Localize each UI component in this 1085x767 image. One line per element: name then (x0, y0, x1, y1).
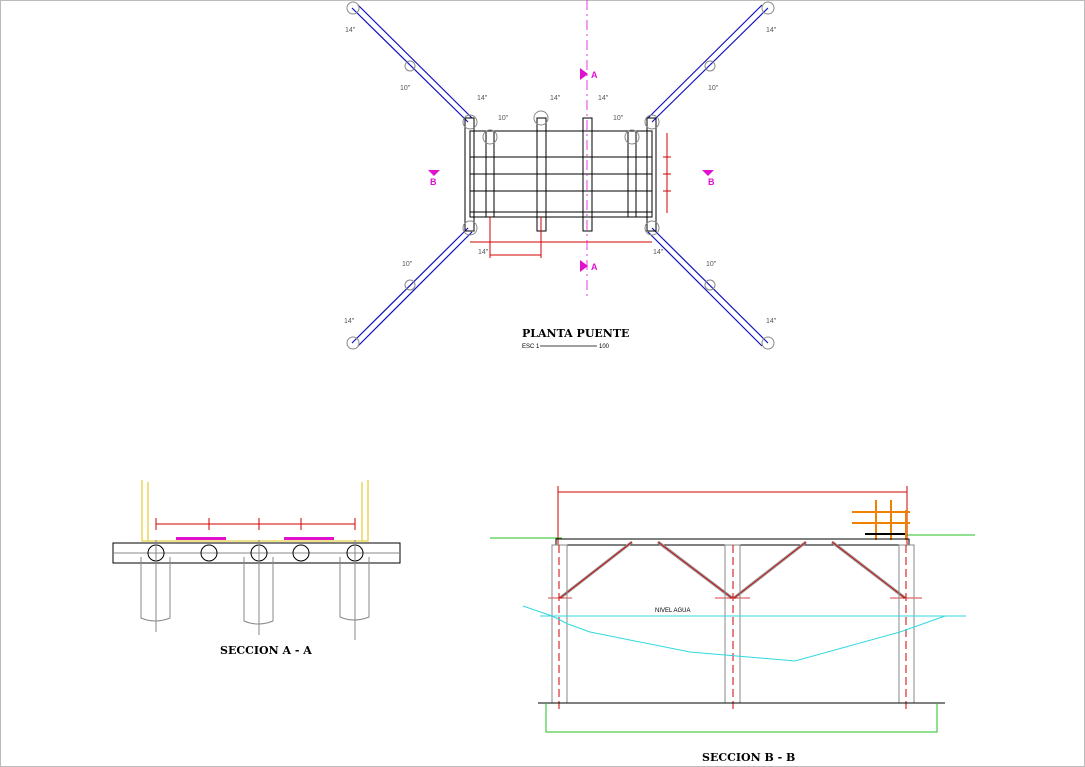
riverbed-line (522, 605, 946, 662)
svg-text:A: A (591, 262, 598, 272)
pile-label: 14" (345, 27, 356, 34)
pile-label: 10" (708, 85, 719, 92)
svg-text:B: B (430, 177, 437, 187)
pile-label: 14" (478, 249, 489, 256)
top-chord (555, 538, 910, 546)
pile-label: 10" (400, 85, 411, 92)
pile-callouts (462, 110, 660, 236)
deck-board (176, 537, 226, 540)
section-mark-b-left: B (428, 170, 440, 187)
pile-label: 14" (550, 95, 561, 102)
plan-title: PLANTA PUENTE (522, 327, 629, 340)
section-mark-a-top: A (580, 68, 598, 80)
section-bb-title: SECCION B - B (702, 751, 795, 764)
pile-label: 10" (498, 115, 509, 122)
section-aa-title: SECCION A - A (220, 644, 312, 657)
deck-board (284, 537, 334, 540)
water-level-label: NIVEL AGUA (655, 608, 690, 614)
svg-text:B: B (708, 177, 715, 187)
diagonal-braces (351, 4, 769, 347)
plan-dimensions (470, 133, 671, 258)
pile-label: 10" (402, 261, 413, 268)
pile-label: 10" (613, 115, 624, 122)
section-mark-b-right: B (702, 170, 715, 187)
scale-value: 100 (599, 344, 610, 350)
pile-label: 10" (706, 261, 717, 268)
pile-label: 14" (653, 249, 664, 256)
svg-text:A: A (591, 70, 598, 80)
piles (140, 540, 370, 640)
bb-dimension (557, 486, 908, 545)
section-mark-a-bottom: A (580, 260, 598, 272)
pile-label: 14" (344, 318, 355, 325)
pile-label: 14" (477, 95, 488, 102)
section-aa: SECCION A - A (112, 480, 401, 657)
aa-dimensions (155, 518, 356, 530)
truss-axes (548, 541, 922, 599)
pile-label: 14" (598, 95, 609, 102)
pile-label: 14" (766, 318, 777, 325)
pile-label: 14" (766, 27, 777, 34)
plan-view: 14" 14" 10" 10" 14" 14" 14" 10" 10" 14" … (344, 0, 777, 350)
brace-end-piles (346, 1, 775, 350)
railings (141, 480, 369, 542)
post-axes (558, 545, 907, 712)
foundation-outline (545, 703, 938, 733)
deck-frame (464, 117, 657, 232)
section-bb: NIVEL AGUA SECCION B - B (490, 486, 975, 764)
scale-prefix: ESC 1 (522, 344, 540, 350)
